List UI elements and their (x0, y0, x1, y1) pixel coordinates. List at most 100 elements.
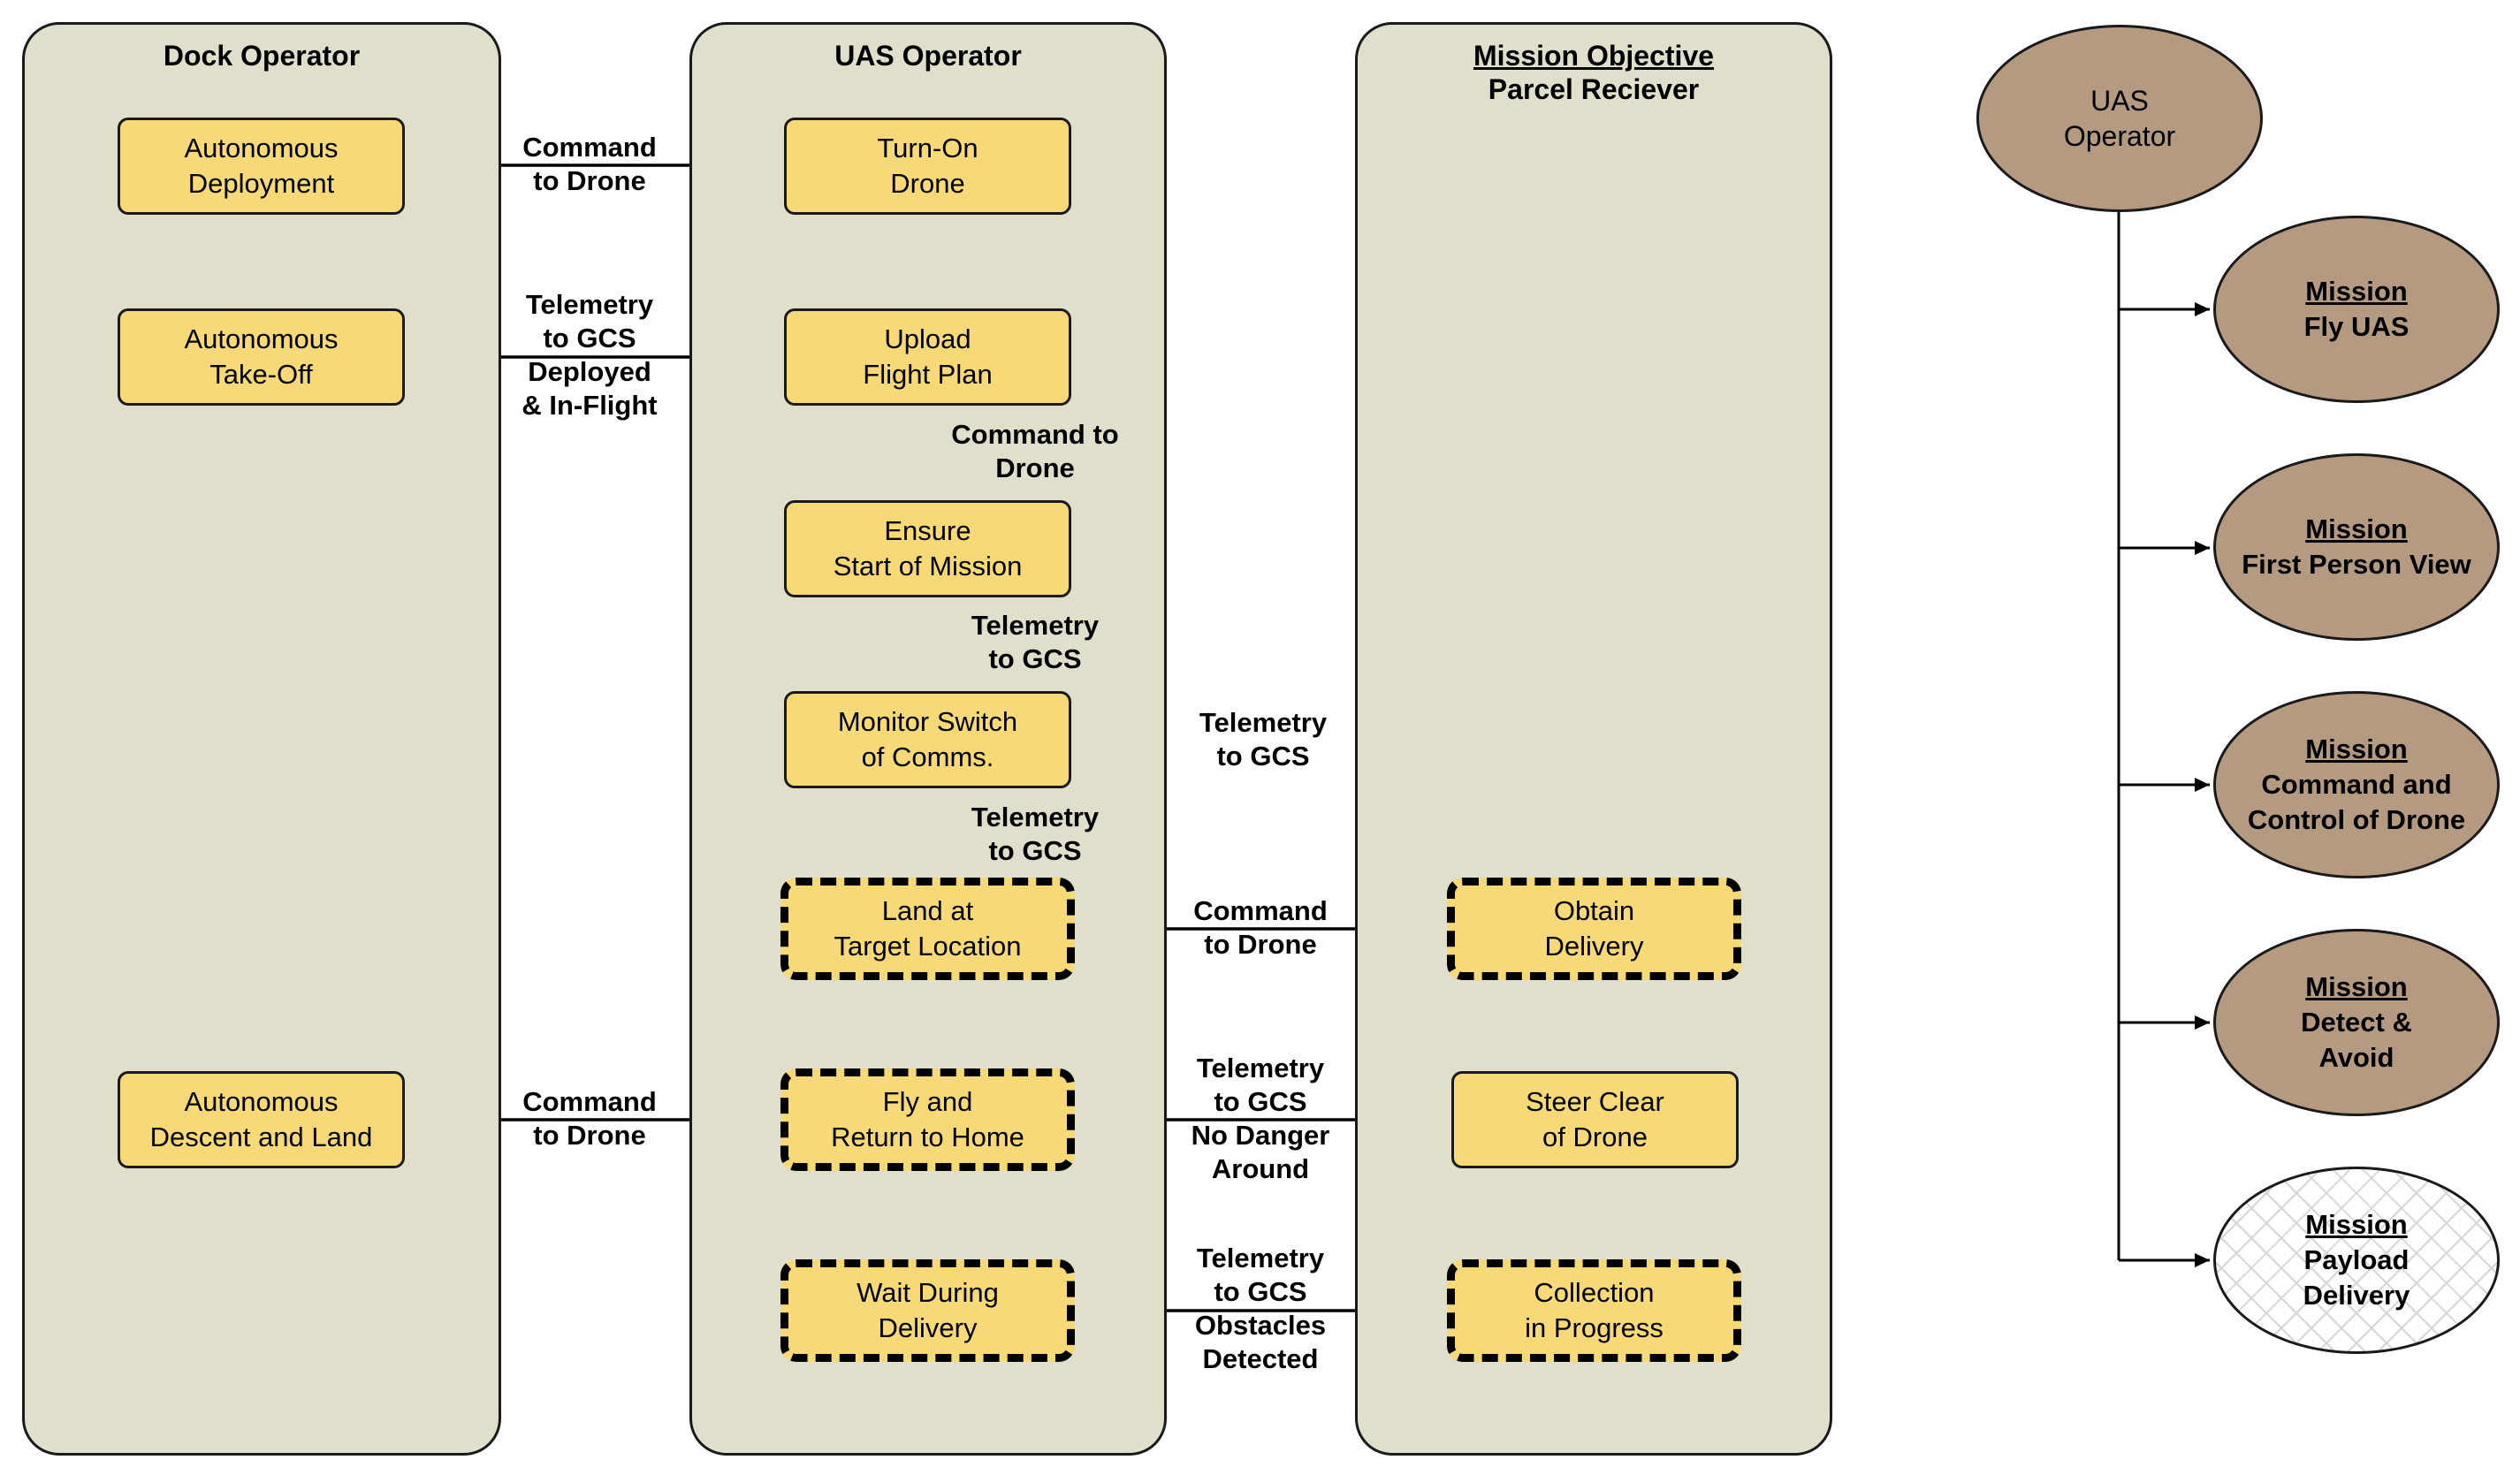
box-line: Ensure (884, 515, 971, 546)
label-line: to GCS (988, 643, 1082, 674)
box-line: Deployment (187, 168, 335, 199)
box-line: Delivery (878, 1312, 978, 1343)
oval-mission-first-person-view: Mission First Person View (2213, 453, 2500, 641)
oval-line: Detect & (2301, 1007, 2412, 1038)
oval-heading: Mission (2305, 1209, 2408, 1240)
oval-line: UAS (2090, 85, 2149, 117)
box-line: Flight Plan (863, 359, 993, 390)
oval-heading: Mission (2305, 734, 2408, 764)
box-line: Start of Mission (833, 551, 1023, 582)
box-line: Land at (881, 895, 974, 926)
box-line: Obtain (1553, 895, 1635, 926)
label-line: Detected (1202, 1343, 1319, 1374)
box-line: of Comms. (861, 741, 994, 772)
oval-line: Avoid (2318, 1042, 2394, 1073)
box-line: Monitor Switch (837, 706, 1018, 737)
oval-line: Fly UAS (2303, 311, 2410, 342)
oval-line: Command and (2261, 769, 2452, 800)
label-line: Command (1193, 895, 1328, 926)
oval-heading: Mission (2305, 513, 2408, 544)
label-line: Around (1211, 1153, 1310, 1184)
label-line: to GCS (543, 323, 636, 354)
oval-line: Operator (2063, 120, 2176, 152)
label-line: Command to (951, 419, 1119, 450)
lane-title: UAS Operator (834, 40, 1022, 72)
label-line: to GCS (1216, 741, 1310, 772)
label-line: Command (522, 1086, 657, 1117)
label-line: to Drone (533, 1120, 646, 1151)
box-line: Steer Clear (1526, 1086, 1664, 1117)
oval-uas-operator: UAS Operator (1976, 25, 2263, 212)
lane-uas-operator: UAS Operator (689, 22, 1167, 1456)
box-line: Descent and Land (149, 1121, 373, 1152)
label-line: to GCS (1214, 1276, 1307, 1307)
label-line: to GCS (988, 835, 1082, 866)
box-line: Autonomous (184, 323, 339, 354)
oval-heading: Mission (2305, 276, 2408, 307)
label-line: Telemetry (971, 610, 1100, 641)
label-line: No Danger (1191, 1120, 1330, 1151)
lane-mission-objective: Mission Objective Parcel Reciever (1355, 22, 1832, 1456)
oval-line: Control of Drone (2247, 804, 2466, 835)
lane-title: Dock Operator (163, 40, 361, 72)
label-line: to Drone (533, 165, 646, 196)
box-line: Return to Home (831, 1121, 1024, 1152)
box-line: of Drone (1542, 1121, 1648, 1152)
label-line: Drone (995, 452, 1075, 483)
box-line: Turn-On (877, 133, 978, 163)
box-line: Autonomous (184, 133, 339, 163)
lane-subtitle: Parcel Reciever (1488, 73, 1700, 105)
label-line: to GCS (1214, 1086, 1307, 1117)
label-line: Telemetry (1199, 707, 1328, 738)
label-line: Telemetry (525, 289, 654, 320)
box-monitor-switch: Monitor Switch of Comms. (784, 691, 1071, 788)
oval-heading: Mission (2305, 971, 2408, 1002)
box-line: Fly and (882, 1086, 973, 1117)
lane-dock-operator: Dock Operator (22, 22, 501, 1456)
label-line: Telemetry (1196, 1053, 1325, 1083)
box-collection-progress: Collection in Progress (1447, 1259, 1741, 1362)
box-line: Collection (1534, 1277, 1655, 1308)
oval-line: Payload (2303, 1244, 2410, 1275)
box-line: Take-Off (209, 359, 313, 390)
label-line: Command (522, 132, 657, 163)
label-line: & In-Flight (522, 390, 658, 421)
label-line: to Drone (1204, 929, 1317, 960)
box-line: Wait During (856, 1277, 999, 1308)
box-line: Delivery (1544, 931, 1644, 962)
label-line: Deployed (528, 356, 651, 387)
label-line: Telemetry (971, 802, 1100, 833)
lane-title: Mission Objective (1473, 40, 1715, 72)
oval-mission-payload-delivery: Mission Payload Delivery (2213, 1167, 2500, 1354)
oval-line: Delivery (2303, 1280, 2410, 1311)
label-line: Telemetry (1196, 1243, 1325, 1274)
box-line: Drone (890, 168, 965, 199)
label-line: Obstacles (1194, 1310, 1327, 1341)
box-line: Autonomous (184, 1086, 339, 1117)
oval-mission-command-control: Mission Command and Control of Drone (2213, 691, 2500, 878)
oval-line: First Person View (2242, 549, 2471, 580)
box-line: in Progress (1525, 1312, 1664, 1343)
oval-mission-fly-uas: Mission Fly UAS (2213, 216, 2500, 403)
